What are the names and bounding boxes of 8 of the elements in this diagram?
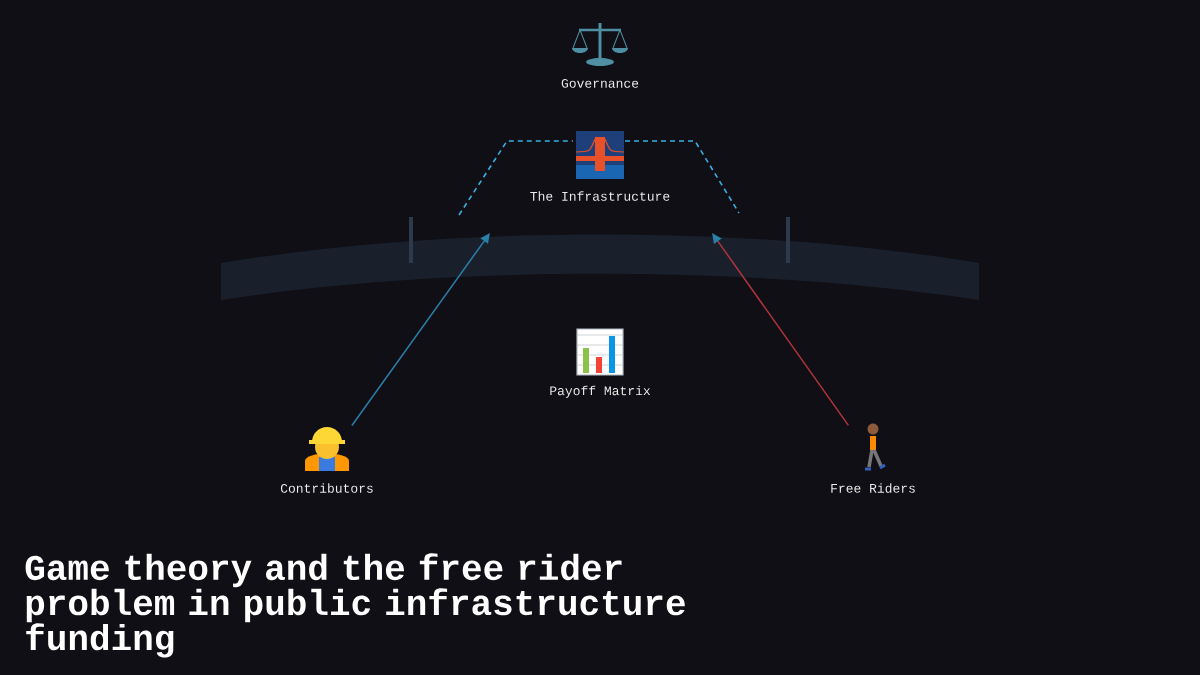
node-label: Free Riders (831, 483, 915, 493)
arrow (351, 233, 490, 427)
node-label: Governance (561, 78, 639, 88)
arrow (712, 233, 850, 427)
node-label: Payoff Matrix (550, 385, 651, 398)
title: Game theory and the free rider problem in public infrastructure funding (25, 553, 685, 658)
node-label: The Infrastructure (530, 191, 670, 201)
node-label: Contributors (280, 483, 373, 493)
